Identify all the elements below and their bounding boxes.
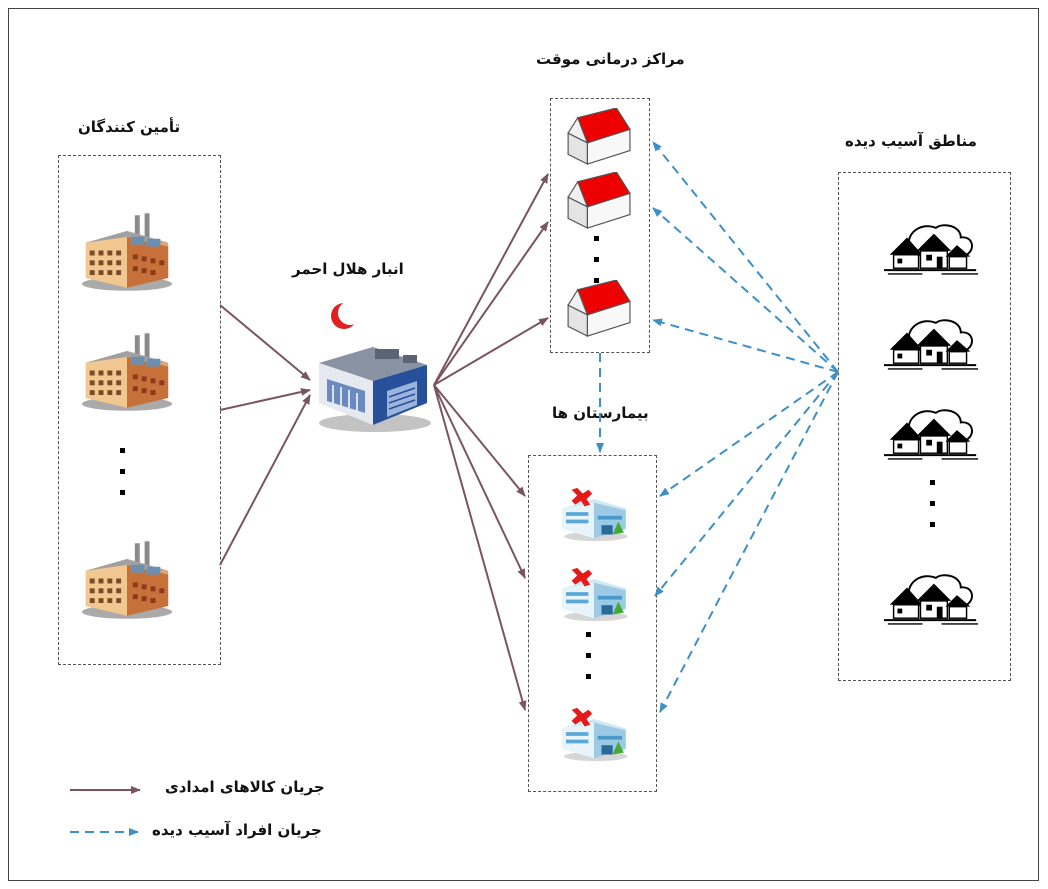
red-crescent-icon	[331, 301, 362, 329]
goods-flow-arrows-suppliers	[219, 304, 311, 566]
legend	[70, 786, 141, 836]
diagram-frame	[8, 8, 1039, 881]
legend-people-label: جریان افراد آسیب دیده	[152, 821, 322, 839]
house-icon	[567, 280, 631, 337]
hospital-icon	[562, 567, 628, 622]
factory-icon	[81, 541, 173, 619]
affected-areas-box	[838, 172, 1011, 681]
temp-centers-label: مراکز درمانی موقت	[536, 50, 685, 68]
house-icon	[567, 108, 631, 165]
factory-icon	[81, 213, 173, 291]
suppliers-ellipsis	[120, 448, 126, 511]
village-houses-icon	[884, 224, 980, 275]
temp-centers-ellipsis	[594, 236, 600, 299]
village-houses-icon	[884, 319, 980, 370]
warehouse-building-icon	[318, 346, 432, 433]
affected-ellipsis	[930, 480, 936, 543]
village-houses-icon	[884, 409, 980, 460]
hospitals-box	[528, 455, 657, 792]
hospital-icon	[562, 487, 628, 542]
factory-icon	[81, 333, 173, 411]
warehouse-label: انبار هلال احمر	[292, 260, 404, 278]
goods-flow-arrows-distribution	[433, 173, 549, 711]
legend-goods-label: جریان کالاهای امدادی	[165, 778, 325, 796]
hospitals-ellipsis	[586, 632, 592, 695]
people-flow-arrows	[596, 141, 839, 713]
house-icon	[567, 172, 631, 229]
temp-centers-box	[550, 98, 650, 353]
affected-areas-label: مناطق آسیب دیده	[845, 132, 977, 150]
suppliers-label: تأمین کنندگان	[78, 118, 181, 136]
hospital-icon	[562, 707, 628, 762]
village-houses-icon	[884, 574, 980, 625]
